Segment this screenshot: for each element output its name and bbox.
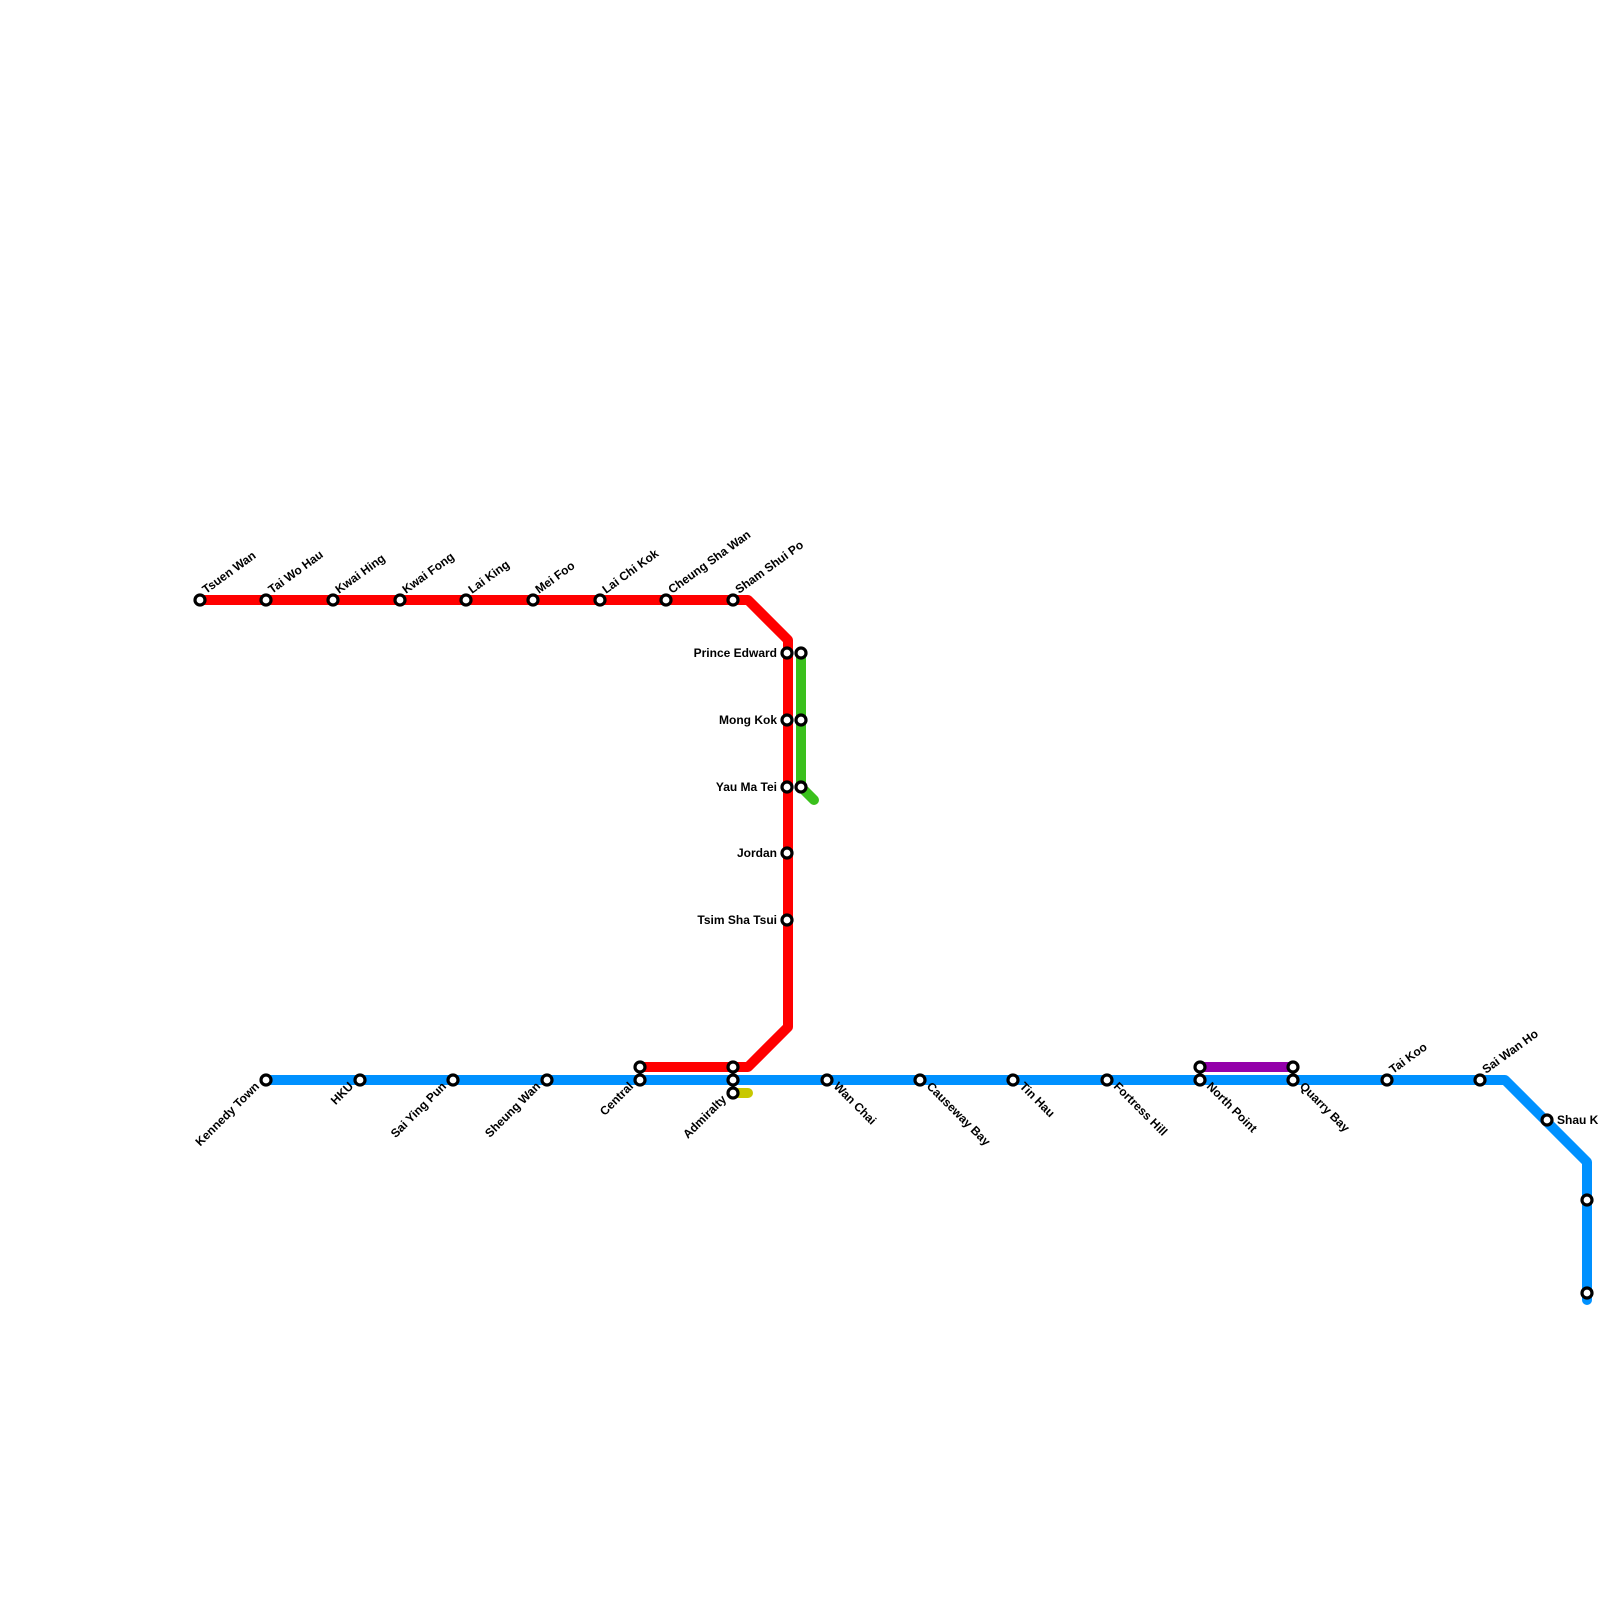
station-marker [393,593,407,607]
station-marker-red [780,780,794,794]
station-marker [1100,1073,1114,1087]
station-marker [593,593,607,607]
station-marker-blue [1193,1073,1207,1087]
station-marker-yellow [726,1086,740,1100]
station-marker [1580,1286,1594,1300]
station-marker [780,846,794,860]
station-label: Sai Ying Pun [388,1079,449,1140]
station-label: Kennedy Town [193,1079,263,1149]
station-marker-red [726,1060,740,1074]
station-causeway-bay[interactable]: Causeway Bay [913,1073,994,1149]
station-label: Lai King [466,557,513,596]
station-marker-red [633,1060,647,1074]
station-quarry-bay[interactable]: Quarry Bay [1286,1060,1353,1135]
station-admiralty[interactable]: Admiralty [680,1060,740,1141]
station-jordan[interactable]: Jordan [737,846,794,860]
station-label: Mei Foo [533,558,578,596]
station-marker [259,1073,273,1087]
station-marker [780,913,794,927]
station-label: Sheung Wan [482,1079,543,1140]
station-marker [259,593,273,607]
station-marker [526,593,540,607]
station-marker [446,1073,460,1087]
station-label: North Point [1204,1079,1260,1135]
station-marker-purple [1286,1060,1300,1074]
station-marker [659,593,673,607]
station-marker-blue [726,1073,740,1087]
station-label: Causeway Bay [924,1079,994,1149]
station-prince-edward[interactable]: Prince Edward [694,646,808,660]
station-marker-blue [633,1073,647,1087]
station-marker [820,1073,834,1087]
station-label: Sai Wan Ho [1480,1027,1541,1077]
station-marker [1580,1193,1594,1207]
station-marker [540,1073,554,1087]
station-marker [1473,1073,1487,1087]
station-label: Tsim Sha Tsui [697,913,777,927]
station-marker [913,1073,927,1087]
station-label: Yau Ma Tei [716,780,777,794]
station-marker-purple [1193,1060,1207,1074]
station-marker [193,593,207,607]
station-label: Admiralty [680,1092,729,1141]
station-marker-green [794,780,808,794]
station-label: Quarry Bay [1297,1079,1353,1135]
station-label: Tin Hau [1017,1079,1058,1120]
station-marker [326,593,340,607]
station-east-2[interactable] [1580,1286,1594,1300]
station-label: Central [597,1079,636,1118]
station-tsim-sha-tsui[interactable]: Tsim Sha Tsui [697,913,794,927]
station-marker [726,593,740,607]
station-yau-ma-tei[interactable]: Yau Ma Tei [716,780,808,794]
station-marker-red [780,713,794,727]
station-marker-red [780,646,794,660]
station-shau-kei-wan[interactable]: Shau K [1540,1113,1599,1127]
island-line [261,1075,1592,1305]
kwun-tong-line [796,648,819,805]
station-label: Lai Chi Kok [600,546,662,596]
station-label: Kwai Hing [333,551,388,596]
tsuen-wan-line [195,595,793,1072]
station-central[interactable]: Central [597,1060,647,1118]
station-marker [1006,1073,1020,1087]
station-label: Jordan [737,846,777,860]
station-marker-blue [1286,1073,1300,1087]
station-label: Tsuen Wan [200,548,259,596]
station-label: Shau K [1557,1113,1599,1127]
station-label: Wan Chai [831,1079,879,1127]
station-label: Tai Koo [1387,1040,1430,1077]
station-north-point[interactable]: North Point [1193,1060,1260,1135]
station-label: Prince Edward [694,646,777,660]
station-marker-green [794,646,808,660]
station-east-1[interactable] [1580,1193,1594,1207]
station-label: Tai Wo Hau [266,547,326,596]
station-marker [1380,1073,1394,1087]
station-marker [353,1073,367,1087]
station-mong-kok[interactable]: Mong Kok [719,713,808,727]
station-label: Fortress Hill [1111,1079,1170,1138]
station-label: Sham Shui Po [733,538,807,597]
station-kennedy-town[interactable]: Kennedy Town [193,1073,273,1149]
station-marker-green [794,713,808,727]
station-marker [1540,1113,1554,1127]
station-label: Kwai Fong [400,549,457,596]
station-label: Mong Kok [719,713,777,727]
station-marker [459,593,473,607]
